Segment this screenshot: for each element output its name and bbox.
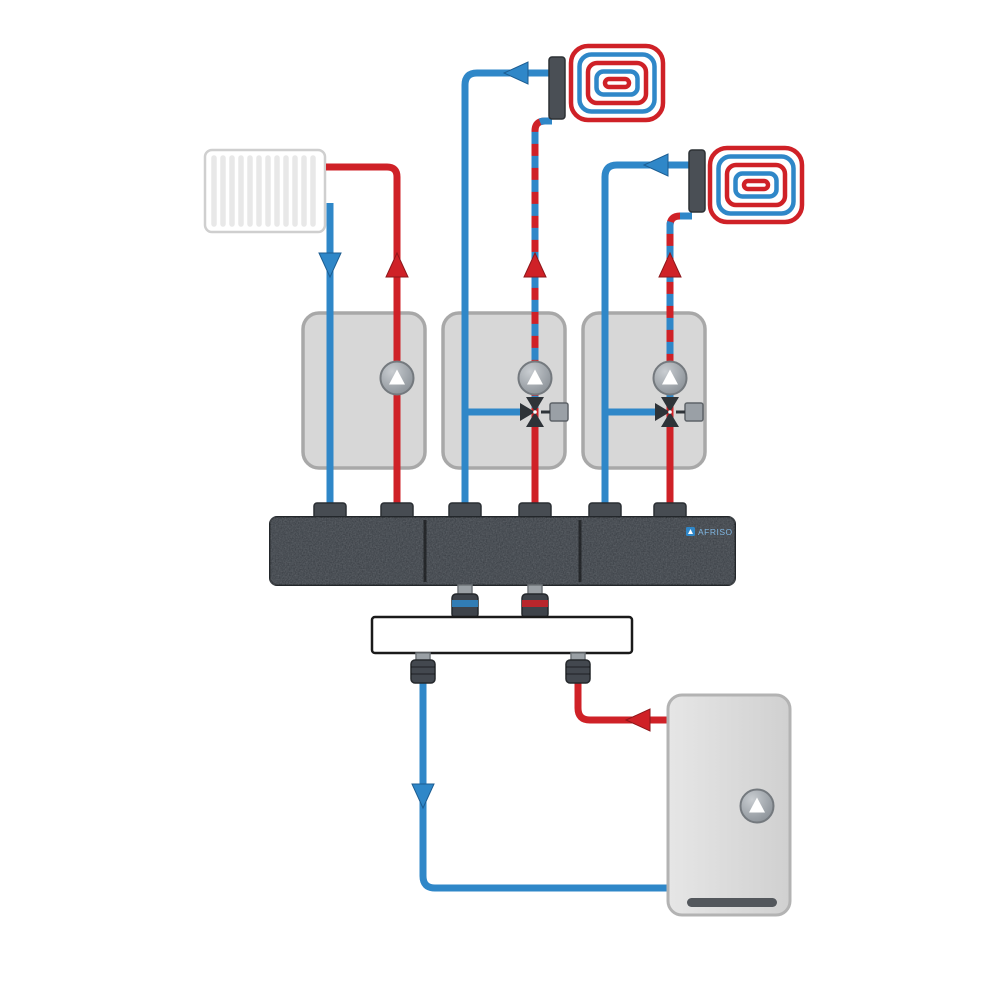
- heat-source: [666, 693, 792, 917]
- pump-icon: [739, 788, 775, 824]
- arrow-down-icon: [411, 783, 435, 810]
- separator-supply-fitting: [565, 652, 591, 684]
- brand-logo: AFRISO: [686, 527, 733, 537]
- pump-icon: [379, 360, 415, 396]
- pipes: [326, 69, 693, 892]
- hydraulic-separator: [370, 615, 634, 684]
- manifold-speckle-texture: [270, 517, 735, 585]
- circuit1-mixed-pipe-dash: [531, 117, 552, 414]
- arrow-up-icon: [658, 251, 682, 278]
- underfloor-heating-coil-2: [688, 145, 805, 225]
- coil-connection-plate: [548, 56, 566, 120]
- underfloor-heating-coil-1: [548, 43, 666, 123]
- arrow-left-icon: [624, 708, 651, 732]
- flow-arrows: [318, 61, 682, 810]
- arrow-up-icon: [385, 251, 409, 278]
- pump-icon: [517, 360, 553, 396]
- separator-return-fitting: [410, 652, 436, 684]
- boiler-supply-pipe: [574, 678, 670, 724]
- arrow-left-icon: [642, 153, 669, 177]
- brand-label: AFRISO: [698, 527, 733, 537]
- radiator-supply-pipe: [326, 163, 401, 512]
- manifold-supply-port: [521, 584, 549, 619]
- radiator-fins: [211, 155, 316, 227]
- circuit2-mixed-pipe-dash: [666, 212, 692, 414]
- manifold-seams: [423, 520, 582, 582]
- arrow-up-icon: [523, 251, 547, 278]
- manifold-return-port: [451, 584, 479, 619]
- boiler-body: [666, 693, 792, 917]
- radiator: [203, 148, 327, 234]
- arrow-down-icon: [318, 252, 342, 279]
- boiler-return-pipe: [419, 678, 670, 892]
- pump-station-mixed-2: [581, 311, 707, 470]
- pump-icon: [652, 360, 688, 396]
- circuit1-return-pipe: [461, 69, 553, 512]
- circuit2-return-pipe: [601, 161, 693, 512]
- brand-logo-glyph: [688, 529, 693, 534]
- arrow-left-icon: [502, 61, 529, 85]
- heating-manifold: AFRISO: [269, 502, 736, 619]
- boiler-base-bar: [687, 898, 777, 907]
- coil-connection-plate: [688, 149, 706, 213]
- separator-body: [370, 615, 634, 655]
